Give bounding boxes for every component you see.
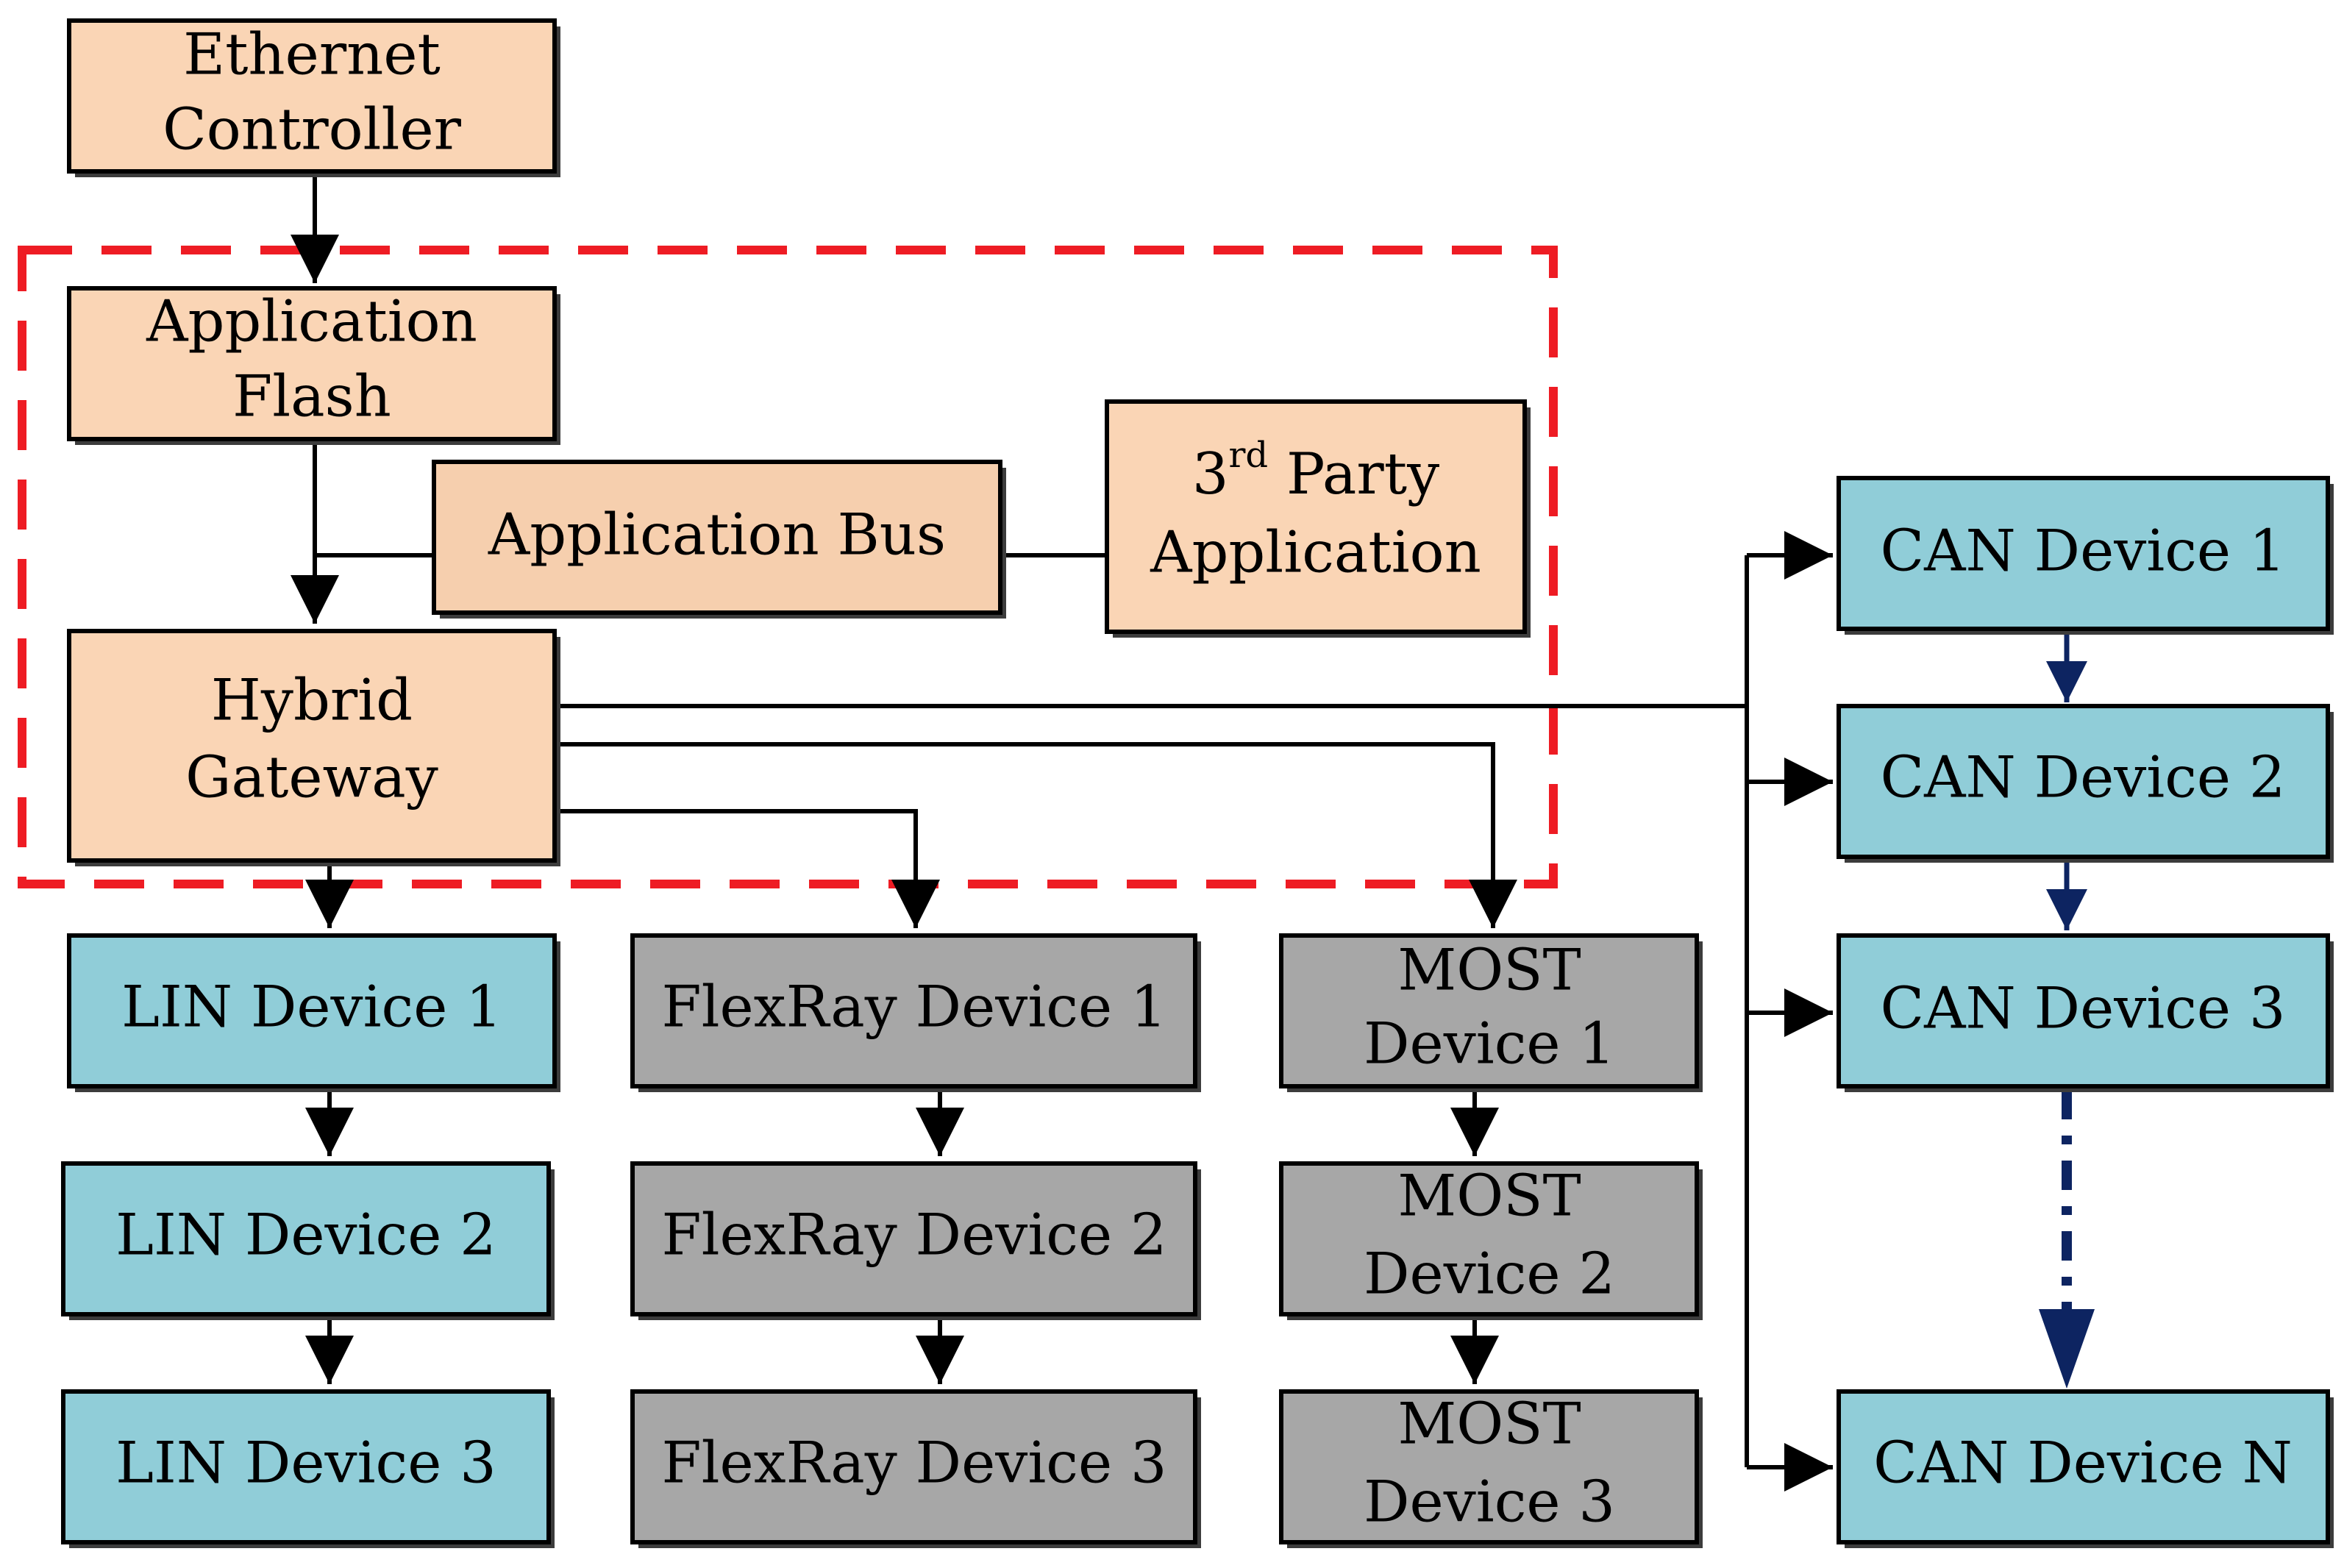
most-device-1-line2: Device 1: [1364, 1011, 1615, 1077]
can-n-arrowhead: [2039, 1309, 2095, 1389]
most-device-1-line1: MOST: [1397, 938, 1581, 1004]
lin-device-3-label: LIN Device 3: [115, 1430, 496, 1497]
node-application-bus: Application Bus: [432, 460, 1006, 619]
lin-device-1-label: LIN Device 1: [121, 974, 502, 1041]
node-ethernet-controller: Ethernet Controller: [67, 18, 560, 177]
flexray-device-3-label: FlexRay Device 3: [661, 1430, 1166, 1497]
can-device-2-label: CAN Device 2: [1880, 745, 2285, 811]
ethernet-controller-line1: Ethernet: [183, 22, 441, 88]
third-party-line2: Application: [1150, 520, 1481, 586]
most-device-3-line2: Device 3: [1364, 1469, 1615, 1536]
connectors: [291, 174, 2095, 1492]
can-device-3-label: CAN Device 3: [1880, 976, 2285, 1042]
node-lin-device-2: LIN Device 2: [61, 1161, 555, 1320]
third-party-line1: 3rd Party: [1192, 435, 1439, 507]
node-application-flash: Application Flash: [67, 286, 560, 445]
node-lin-device-1: LIN Device 1: [67, 933, 560, 1092]
flexray-device-2-label: FlexRay Device 2: [661, 1202, 1166, 1269]
node-hybrid-gateway: Hybrid Gateway: [67, 629, 560, 866]
node-third-party-application: 3rd Party Application: [1105, 399, 1531, 638]
node-lin-device-3: LIN Device 3: [61, 1389, 555, 1548]
node-flexray-device-3: FlexRay Device 3: [630, 1389, 1201, 1548]
wire-gateway-flexray: [559, 809, 940, 928]
most-device-2-line2: Device 2: [1364, 1241, 1615, 1308]
ethernet-controller-line2: Controller: [163, 97, 462, 163]
node-can-device-3: CAN Device 3: [1837, 933, 2334, 1092]
application-flash-line1: Application: [146, 289, 477, 355]
lin-device-2-label: LIN Device 2: [115, 1202, 496, 1269]
can-device-n-label: CAN Device N: [1873, 1430, 2293, 1497]
node-most-device-3: MOST Device 3: [1279, 1389, 1703, 1548]
node-can-device-1: CAN Device 1: [1837, 476, 2334, 635]
wire-gateway-most: [559, 742, 1517, 928]
node-flexray-device-1: FlexRay Device 1: [630, 933, 1201, 1092]
application-bus-label: Application Bus: [488, 502, 946, 569]
most-device-3-line1: MOST: [1397, 1391, 1581, 1458]
hybrid-gateway-line2: Gateway: [185, 745, 438, 811]
most-device-2-line1: MOST: [1397, 1163, 1581, 1230]
node-flexray-device-2: FlexRay Device 2: [630, 1161, 1201, 1320]
node-can-device-2: CAN Device 2: [1837, 704, 2334, 863]
application-flash-line2: Flash: [232, 364, 391, 430]
flexray-device-1-label: FlexRay Device 1: [661, 974, 1166, 1041]
node-most-device-2: MOST Device 2: [1279, 1161, 1703, 1320]
node-most-device-1: MOST Device 1: [1279, 933, 1703, 1092]
hybrid-gateway-line1: Hybrid: [211, 668, 413, 734]
node-can-device-n: CAN Device N: [1837, 1389, 2334, 1548]
gateway-boundary: [18, 246, 1558, 888]
can-device-1-label: CAN Device 1: [1880, 518, 2285, 585]
